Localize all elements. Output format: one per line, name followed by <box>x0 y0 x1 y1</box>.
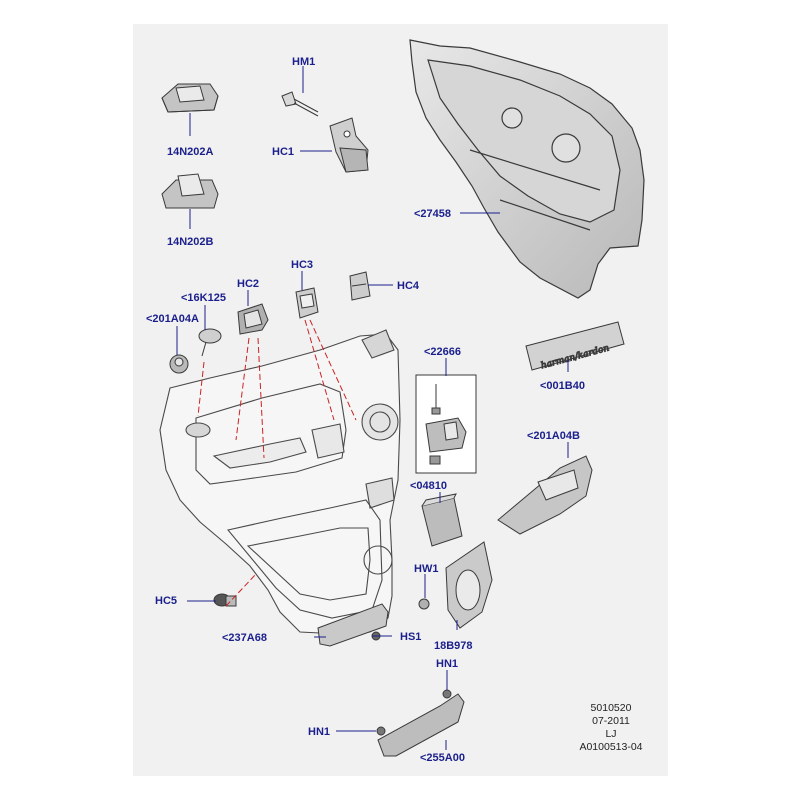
label-04810: <04810 <box>410 480 448 492</box>
reference-id: A0100513-04 <box>579 741 643 753</box>
leader-lines <box>176 66 569 750</box>
clip-hc5 <box>213 593 237 607</box>
handle-kit-22666 <box>415 374 477 474</box>
label-hc5: HC5 <box>155 595 178 607</box>
clip-14n202b <box>161 173 219 209</box>
label-hw1: HW1 <box>414 563 439 575</box>
label-27458: <27458 <box>414 208 452 220</box>
bracket-237a68 <box>317 603 389 647</box>
label-hc1: HC1 <box>272 146 295 158</box>
plug-16k125 <box>198 328 222 357</box>
grommet-201a04a <box>169 354 189 374</box>
nut-hw1 <box>418 598 430 610</box>
label-18b978: 18B978 <box>434 640 473 652</box>
label-hc3: HC3 <box>291 259 314 271</box>
speaker-cover-18b978 <box>445 541 493 629</box>
label-14n202a: 14N202A <box>167 146 214 158</box>
module-04810 <box>421 493 463 547</box>
label-hm1: HM1 <box>292 56 316 68</box>
label-201a04a: <201A04A <box>146 313 199 325</box>
label-hn1-top: HN1 <box>436 658 459 670</box>
armrest-255a00 <box>376 689 465 757</box>
label-hs1: HS1 <box>400 631 422 643</box>
door-panel-27458 <box>409 39 645 299</box>
label-hc4: HC4 <box>397 280 420 292</box>
bracket-hc1 <box>329 117 369 173</box>
reference-code: LJ <box>605 728 617 740</box>
label-237a68: <237A68 <box>222 632 267 644</box>
label-22666: <22666 <box>424 346 462 358</box>
clip-hc3 <box>295 287 319 319</box>
label-255a00: <255A00 <box>420 752 465 764</box>
clip-14n202a <box>161 83 219 113</box>
diagram-reference: 5010520 07-2011 LJ A0100513-04 <box>566 702 656 754</box>
label-hn1-left: HN1 <box>308 726 331 738</box>
rivet-hm1 <box>281 91 319 117</box>
label-hc2: HC2 <box>237 278 260 290</box>
callout-lines <box>197 319 357 607</box>
clip-hc2 <box>237 303 269 335</box>
clip-hc4 <box>349 271 371 301</box>
label-001b40: <001B40 <box>540 380 585 392</box>
label-16k125: <16K125 <box>181 292 226 304</box>
reference-number: 5010520 <box>590 702 632 714</box>
speaker-grille-201a04b <box>497 455 593 535</box>
badge-001b40: harman/kardon <box>525 321 625 372</box>
label-14n202b: 14N202B <box>167 236 214 248</box>
door-trim-panel <box>159 329 401 635</box>
label-201a04b: <201A04B <box>527 430 580 442</box>
reference-date: 07-2011 <box>592 715 630 727</box>
